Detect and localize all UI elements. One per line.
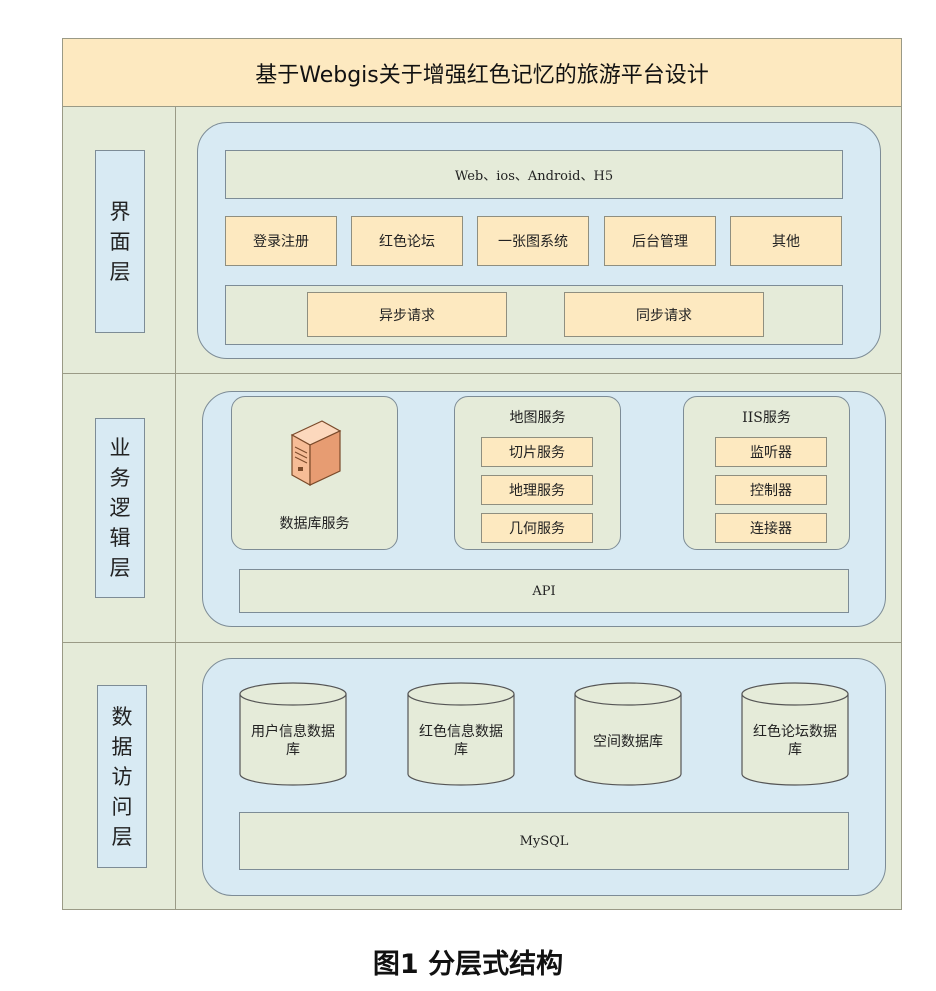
layer-divider (63, 642, 901, 643)
ui-layer-label-char: 面 (109, 229, 131, 254)
database-label-line1: 空间数据库 (593, 734, 663, 750)
database-cylinder-icon (407, 682, 515, 786)
database-service-label: 数据库服务 (279, 516, 350, 532)
tile-service: 切片服务 (481, 437, 593, 467)
platforms-bar: Web、ios、Android、H5 (225, 150, 843, 199)
layer-divider (63, 373, 901, 374)
data-layer-label-char: 数 (111, 704, 133, 729)
spatial-database: 空间数据库 (573, 681, 683, 787)
iis-service-title: IIS服务 (742, 410, 791, 426)
ui-layer-label-char: 层 (109, 259, 131, 284)
data-layer-label-char: 据 (111, 734, 133, 759)
module-red-forum: 红色论坛 (351, 216, 463, 266)
sync-request: 同步请求 (564, 292, 764, 337)
user-info-database: 用户信息数据 库 (238, 681, 348, 787)
database-label-line2: 库 (788, 742, 802, 758)
label-column-divider (175, 106, 176, 910)
logic-layer-label-char: 层 (109, 556, 131, 580)
module-admin: 后台管理 (604, 216, 716, 266)
logic-layer-label-char: 业 (109, 436, 131, 460)
database-cylinder-icon (574, 682, 682, 786)
module-one-map-system: 一张图系统 (477, 216, 589, 266)
logic-layer-label: 业 务 逻 辑 层 (95, 418, 145, 598)
server-icon (290, 420, 342, 487)
red-forum-database: 红色论坛数据 库 (740, 681, 850, 787)
data-layer-label: 数 据 访 问 层 (97, 685, 147, 868)
geo-service: 地理服务 (481, 475, 593, 505)
logic-layer-label-char: 辑 (109, 526, 131, 550)
diagram-title: 基于Webgis关于增强红色记忆的旅游平台设计 (63, 39, 901, 107)
geometry-service: 几何服务 (481, 513, 593, 543)
data-layer-label-char: 访 (111, 764, 133, 789)
controller: 控制器 (715, 475, 827, 505)
connector: 连接器 (715, 513, 827, 543)
logic-layer-label-char: 务 (109, 466, 131, 490)
module-login-register: 登录注册 (225, 216, 337, 266)
database-label-line1: 用户信息数据 (251, 724, 335, 740)
database-label-line1: 红色信息数据 (419, 724, 503, 740)
database-label-line2: 库 (286, 742, 300, 758)
architecture-diagram: 基于Webgis关于增强红色记忆的旅游平台设计 界 面 层 Web、ios、An… (62, 38, 902, 910)
async-request: 异步请求 (307, 292, 507, 337)
database-cylinder-icon (741, 682, 849, 786)
figure-caption: 图1 分层式结构 (372, 949, 564, 980)
ui-layer-label: 界 面 层 (95, 150, 145, 333)
database-service-box: 数据库服务 (231, 396, 398, 550)
database-cylinder-icon (239, 682, 347, 786)
data-layer-label-char: 层 (111, 824, 133, 849)
module-other: 其他 (730, 216, 842, 266)
mysql-bar: MySQL (239, 812, 849, 870)
map-service-title: 地图服务 (509, 410, 566, 426)
listener: 监听器 (715, 437, 827, 467)
logic-layer-label-char: 逻 (109, 496, 131, 520)
data-layer-label-char: 问 (111, 794, 133, 819)
database-label-line2: 库 (454, 742, 468, 758)
api-bar: API (239, 569, 849, 613)
ui-layer-label-char: 界 (109, 199, 131, 224)
red-info-database: 红色信息数据 库 (406, 681, 516, 787)
database-label-line1: 红色论坛数据 (753, 724, 837, 740)
